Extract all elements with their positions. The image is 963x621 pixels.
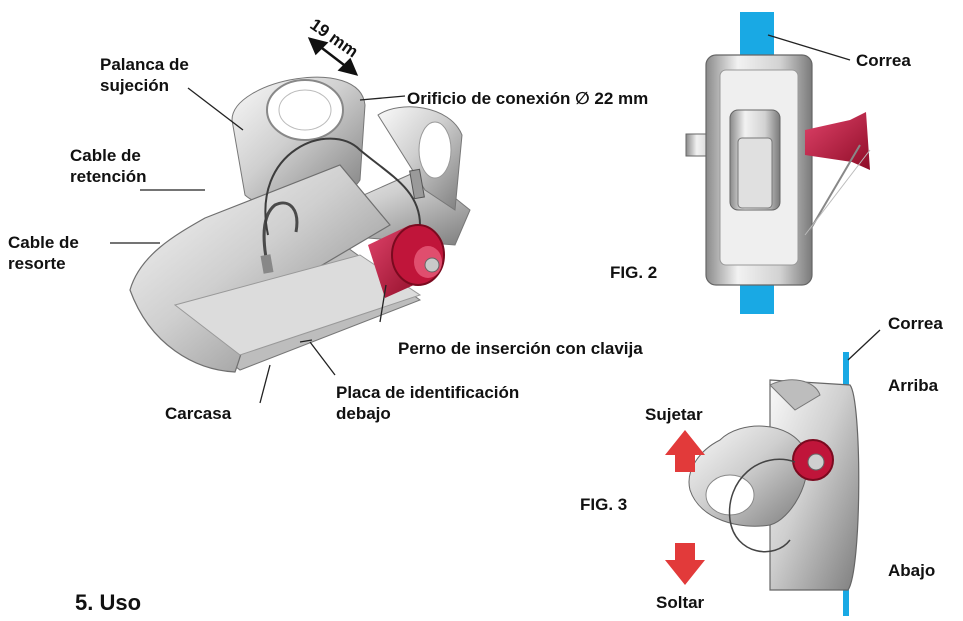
label-soltar: Soltar xyxy=(656,593,705,612)
section-title: 5. Uso xyxy=(75,590,142,615)
leader-lines xyxy=(110,87,406,404)
arrow-down-icon xyxy=(665,543,705,585)
label-palanca-line1: Palanca de xyxy=(100,55,189,74)
fig3-lever xyxy=(688,425,808,527)
label-perno: Perno de inserción con clavija xyxy=(398,339,643,358)
label-cable-resorte: Cable de resorte xyxy=(8,232,79,274)
label-carcasa: Carcasa xyxy=(165,404,232,423)
spring-cable xyxy=(262,201,299,269)
label-cable-resorte-line2: resorte xyxy=(8,254,66,273)
insertion-pin xyxy=(368,224,445,298)
dimension-arrow xyxy=(307,37,359,76)
label-cable-retencion-line1: Cable de xyxy=(70,146,141,165)
label-palanca: Palanca de sujeción xyxy=(100,54,189,96)
label-abajo: Abajo xyxy=(888,561,936,580)
fig2-illustration xyxy=(685,12,871,314)
arrow-up-icon xyxy=(665,430,705,472)
label-fig3: FIG. 3 xyxy=(580,495,628,514)
main-device-illustration xyxy=(110,37,471,404)
label-placa-line2: debajo xyxy=(336,404,391,423)
fig3-housing xyxy=(769,379,860,591)
fig2-pin xyxy=(805,112,870,170)
label-correa-fig2: Correa xyxy=(856,51,911,70)
label-fig2: FIG. 2 xyxy=(610,263,658,282)
label-cable-retencion: Cable de retención xyxy=(70,145,147,187)
housing-inner-floor xyxy=(173,254,422,356)
label-placa-line1: Placa de identificación xyxy=(336,383,520,402)
label-palanca-line2: sujeción xyxy=(100,76,169,95)
label-orificio: Orificio de conexión ∅ 22 mm xyxy=(407,89,649,108)
label-correa-fig3: Correa xyxy=(888,314,943,333)
fig3-illustration xyxy=(665,329,881,616)
label-cable-retencion-line2: retención xyxy=(70,167,147,186)
label-arriba: Arriba xyxy=(888,376,939,395)
label-placa: Placa de identificación debajo xyxy=(336,382,519,424)
label-sujetar: Sujetar xyxy=(645,405,703,424)
label-cable-resorte-line1: Cable de xyxy=(8,233,79,252)
